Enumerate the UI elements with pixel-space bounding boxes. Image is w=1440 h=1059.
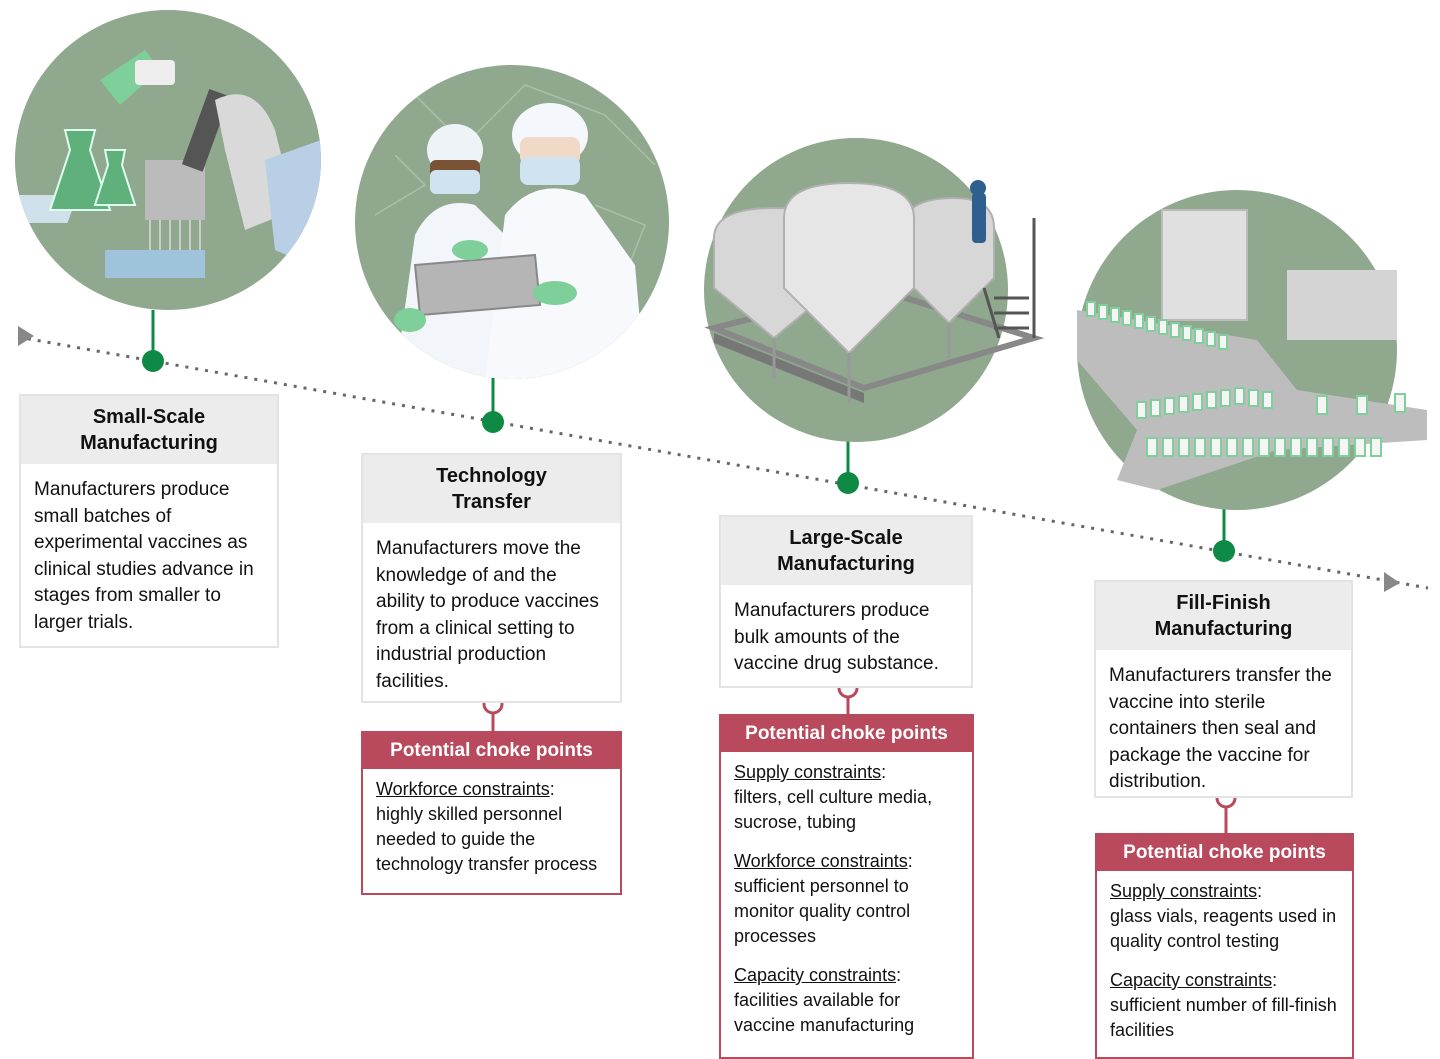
choke-heading: Potential choke points xyxy=(1097,835,1352,871)
constraint-group: Capacity constraints: sufficient number … xyxy=(1110,970,1337,1040)
constraint-group: Workforce constraints: highly skilled pe… xyxy=(376,779,598,874)
constraint-text: sufficient number of fill-finish facilit… xyxy=(1110,995,1337,1040)
constraint-label: Capacity constraints xyxy=(1110,970,1273,990)
constraint-text: filters, cell culture media, sucrose, tu… xyxy=(734,787,933,832)
constraint-label: Supply constraints xyxy=(1110,881,1258,901)
stage-card-large-scale: Large-Scale Manufacturing Manufacturers … xyxy=(719,515,973,688)
constraint-label: Workforce constraints xyxy=(734,851,908,871)
timeline-end-arrow-icon xyxy=(1384,572,1400,592)
bioreactor-tanks-illustration xyxy=(704,138,1045,442)
choke-points-large-scale: Potential choke points Supply constraint… xyxy=(719,714,974,1059)
stage-4-marker xyxy=(1213,540,1235,562)
constraint-text: facilities available for vaccine manufac… xyxy=(734,990,915,1035)
stage-title: Technology Transfer xyxy=(363,455,620,523)
stage-1-marker xyxy=(142,350,164,372)
bioreactor-tanks-art xyxy=(704,180,1045,403)
stage-2-marker xyxy=(482,411,504,433)
stage-description: Manufacturers produce small batches of e… xyxy=(34,479,254,633)
stage-title: Large-Scale Manufacturing xyxy=(721,517,971,585)
choke-body: Supply constraints: filters, cell cultur… xyxy=(721,752,972,1046)
choke-points-fill-finish: Potential choke points Supply constraint… xyxy=(1095,833,1354,1059)
scientists-tablet-art xyxy=(364,84,656,379)
stage-description: Manufacturers produce bulk amounts of th… xyxy=(734,600,939,674)
timeline-start-arrow-icon xyxy=(18,326,34,346)
scientists-tablet-illustration xyxy=(355,65,669,379)
choke-body: Workforce constraints: highly skilled pe… xyxy=(363,769,620,885)
constraint-text: glass vials, reagents used in quality co… xyxy=(1110,906,1337,951)
choke-points-technology-transfer: Potential choke points Workforce constra… xyxy=(361,731,622,895)
stage-title: Fill-Finish Manufacturing xyxy=(1096,582,1351,650)
choke-heading: Potential choke points xyxy=(721,716,972,752)
choke-heading: Potential choke points xyxy=(363,733,620,769)
lab-bench-art xyxy=(15,50,321,278)
vial-conveyor-illustration xyxy=(1077,190,1427,510)
stage-3-marker xyxy=(837,472,859,494)
constraint-text: highly skilled personnel needed to guide… xyxy=(376,804,598,874)
stage-title: Small-Scale Manufacturing xyxy=(21,396,277,464)
constraint-group: Capacity constraints: facilities availab… xyxy=(734,965,915,1035)
constraint-text: sufficient personnel to monitor quality … xyxy=(734,876,911,946)
constraint-label: Supply constraints xyxy=(734,762,882,782)
lab-bench-illustration xyxy=(15,10,321,310)
constraint-group: Workforce constraints: sufficient person… xyxy=(734,851,913,946)
constraint-label: Workforce constraints xyxy=(376,779,550,799)
stage-card-fill-finish: Fill-Finish Manufacturing Manufacturers … xyxy=(1094,580,1353,798)
constraint-group: Supply constraints: filters, cell cultur… xyxy=(734,762,933,832)
choke-body: Supply constraints: glass vials, reagent… xyxy=(1097,871,1352,1051)
constraint-label: Capacity constraints xyxy=(734,965,897,985)
vial-conveyor-art xyxy=(1077,209,1427,490)
stage-card-small-scale: Small-Scale Manufacturing Manufacturers … xyxy=(19,394,279,648)
stage-description: Manufacturers transfer the vaccine into … xyxy=(1109,665,1332,792)
stage-card-technology-transfer: Technology Transfer Manufacturers move t… xyxy=(361,453,622,703)
stage-description: Manufacturers move the knowledge of and … xyxy=(376,538,599,692)
constraint-group: Supply constraints: glass vials, reagent… xyxy=(1110,881,1337,951)
